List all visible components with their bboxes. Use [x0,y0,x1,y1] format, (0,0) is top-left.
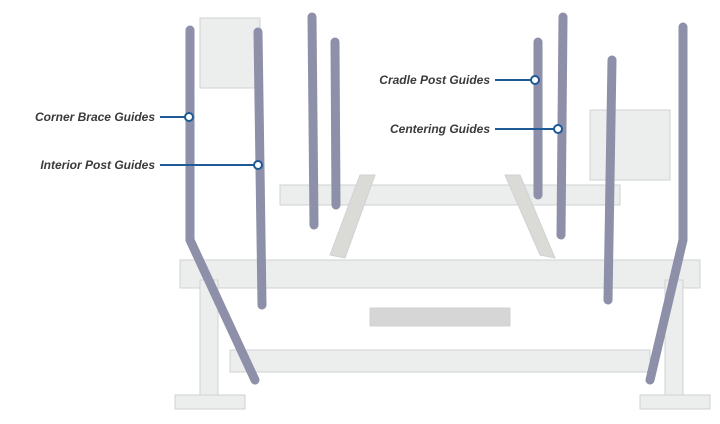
cradle-post-guide-left [330,37,341,210]
lift-frame [174,17,711,410]
label-centering-guides: Centering Guides [389,122,490,136]
right-bracket [589,109,671,181]
rear-crossbeam [279,184,621,206]
corner-brace-guide-left [185,25,260,385]
interior-post-guide-right [603,55,617,305]
right-bunk [504,174,556,259]
right-foot [639,394,711,410]
bottom-crossbeam [229,349,651,373]
left-bracket [199,17,261,89]
label-corner-brace-guides: Corner Brace Guides [34,110,155,124]
front-crossbeam [179,259,701,289]
label-interior-post-guides: Interior Post Guides [40,158,155,172]
left-foot [174,394,246,410]
centering-guide-left [307,12,319,230]
corner-brace-guide-right [645,22,688,385]
center-pad [369,307,511,327]
callout-lines [160,75,563,170]
left-bunk [329,174,376,259]
label-cradle-post-guides: Cradle Post Guides [379,73,490,87]
